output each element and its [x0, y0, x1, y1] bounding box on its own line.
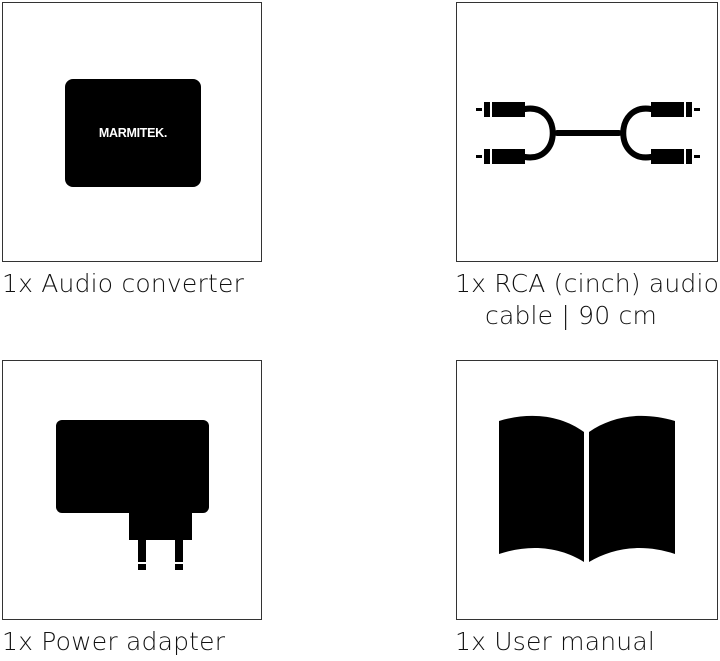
audio-converter-icon: MARMITEK. — [65, 79, 201, 187]
item-label: 1x Power adapter — [2, 627, 226, 656]
item-user-manual-frame — [456, 360, 718, 620]
item-power-adapter-frame — [2, 360, 262, 620]
item-label-line1: 1x RCA (cinch) audio — [455, 269, 720, 298]
power-adapter-icon — [56, 420, 209, 570]
item-label-line2: cable | 90 cm — [485, 301, 658, 330]
item-audio-converter-frame: MARMITEK. — [2, 2, 262, 262]
book-icon — [499, 415, 675, 562]
item-label: 1x User manual — [455, 627, 656, 656]
item-label: 1x RCA (cinch) audio cable | 90 cm — [455, 268, 719, 332]
brand-logo: MARMITEK. — [99, 126, 167, 140]
item-rca-cable-frame — [456, 2, 718, 262]
item-label: 1x Audio converter — [2, 269, 245, 298]
rca-cable-icon — [476, 102, 700, 164]
